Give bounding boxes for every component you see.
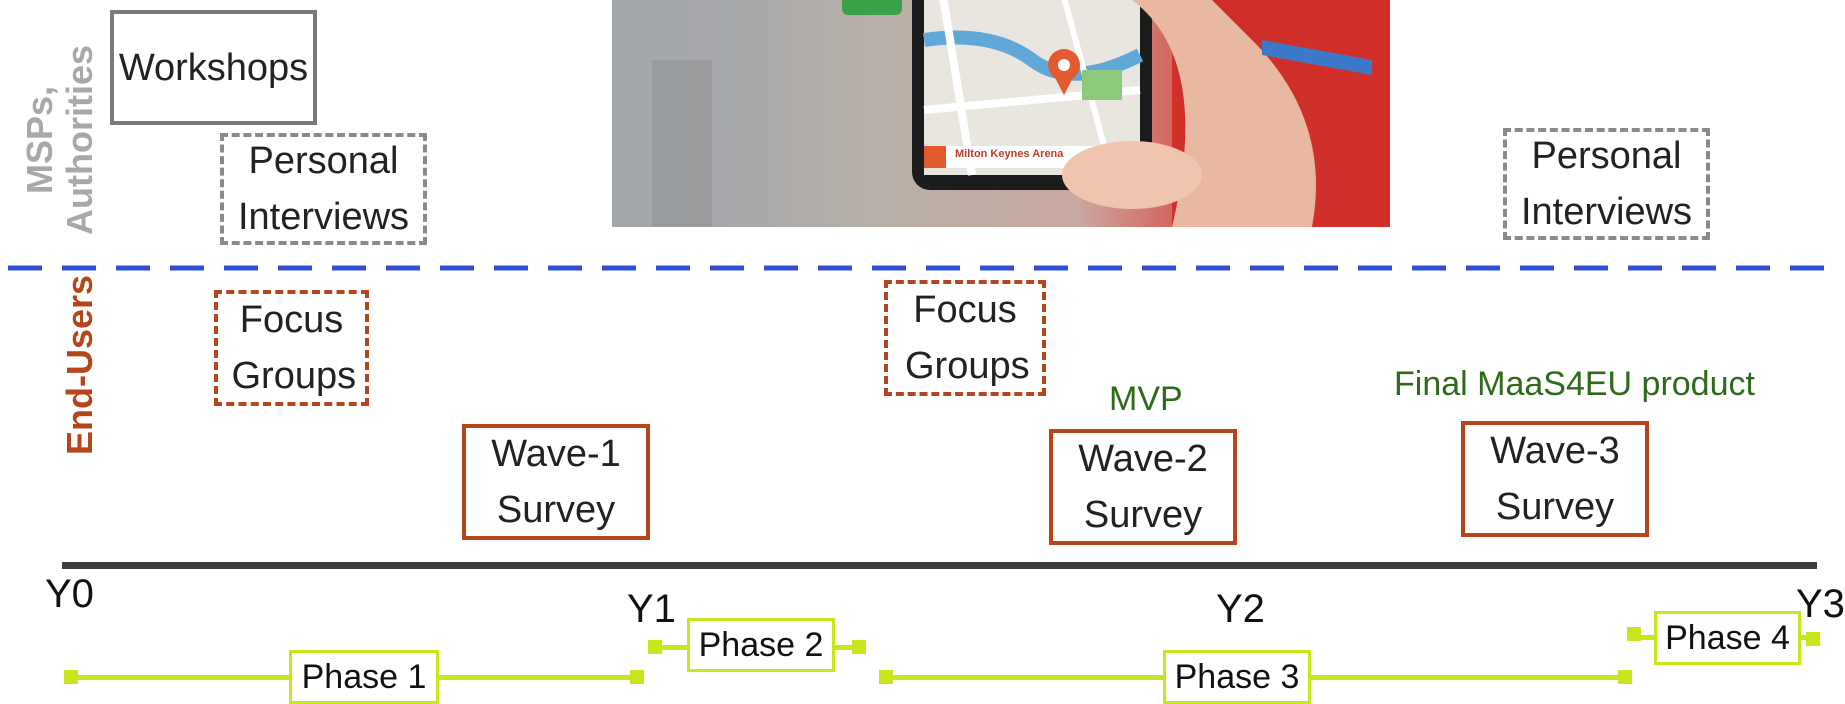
phase-4-box: Phase 4 bbox=[1654, 611, 1801, 665]
phase-3-end-marker bbox=[1618, 670, 1632, 684]
wave-1-survey-label: Wave-1 Survey bbox=[491, 433, 621, 531]
phase-2-box: Phase 2 bbox=[687, 618, 835, 672]
mobile-app-photo: Milton Keynes Arena bbox=[612, 0, 1390, 227]
workshops-box: Workshops bbox=[110, 10, 317, 125]
year-y3-label: Y3 bbox=[1796, 582, 1845, 626]
focus-groups-box-1: Focus Groups bbox=[214, 290, 369, 406]
personal-interviews-label-1: Personal Interviews bbox=[237, 140, 410, 238]
focus-groups-label-1: Focus Groups bbox=[231, 299, 357, 397]
phase-1-box: Phase 1 bbox=[289, 650, 439, 704]
phase-3-start-marker bbox=[879, 670, 893, 684]
end-users-label-wrap: End-Users bbox=[55, 265, 105, 465]
year-y2-label: Y2 bbox=[1216, 587, 1265, 631]
phase-2-label: Phase 2 bbox=[698, 625, 824, 664]
focus-groups-label-2: Focus Groups bbox=[905, 289, 1030, 387]
focus-groups-box-2: Focus Groups bbox=[884, 280, 1046, 396]
phase-1-label: Phase 1 bbox=[301, 657, 427, 696]
phase-1-end-marker bbox=[630, 670, 644, 684]
final-product-annotation: Final MaaS4EU product bbox=[1394, 365, 1755, 403]
personal-interviews-label-2: Personal Interviews bbox=[1520, 135, 1693, 233]
mvp-annotation: MVP bbox=[1109, 380, 1183, 418]
msps-authorities-label-wrap: MSPs, Authorities bbox=[15, 30, 105, 250]
workshops-label: Workshops bbox=[118, 46, 309, 89]
phase-4-label: Phase 4 bbox=[1665, 618, 1790, 657]
year-y1-label: Y1 bbox=[627, 587, 676, 631]
personal-interviews-box-1: Personal Interviews bbox=[220, 133, 427, 245]
end-users-label: End-Users bbox=[59, 274, 100, 456]
wave-2-survey-label: Wave-2 Survey bbox=[1078, 438, 1208, 536]
phase-2-end-marker bbox=[852, 640, 866, 654]
phase-1-start-marker bbox=[64, 670, 78, 684]
group-divider-line bbox=[8, 265, 1835, 271]
wave-2-survey-box: Wave-2 Survey bbox=[1049, 429, 1237, 545]
phase-4-end-marker bbox=[1806, 632, 1820, 646]
photo-search-text: Milton Keynes Arena bbox=[955, 148, 1064, 160]
wave-3-survey-label: Wave-3 Survey bbox=[1490, 430, 1620, 528]
phase-4-start-marker bbox=[1627, 627, 1641, 641]
phase-2-start-marker bbox=[648, 640, 662, 654]
msps-authorities-label: MSPs, Authorities bbox=[19, 45, 100, 236]
wave-1-survey-box: Wave-1 Survey bbox=[462, 424, 650, 540]
year-y0-label: Y0 bbox=[45, 572, 94, 616]
phone-map-illustration bbox=[612, 0, 1390, 227]
timeline-axis bbox=[62, 562, 1817, 569]
wave-3-survey-box: Wave-3 Survey bbox=[1461, 421, 1649, 537]
personal-interviews-box-2: Personal Interviews bbox=[1503, 128, 1710, 240]
phase-3-label: Phase 3 bbox=[1174, 657, 1300, 696]
phase-3-box: Phase 3 bbox=[1163, 650, 1311, 704]
